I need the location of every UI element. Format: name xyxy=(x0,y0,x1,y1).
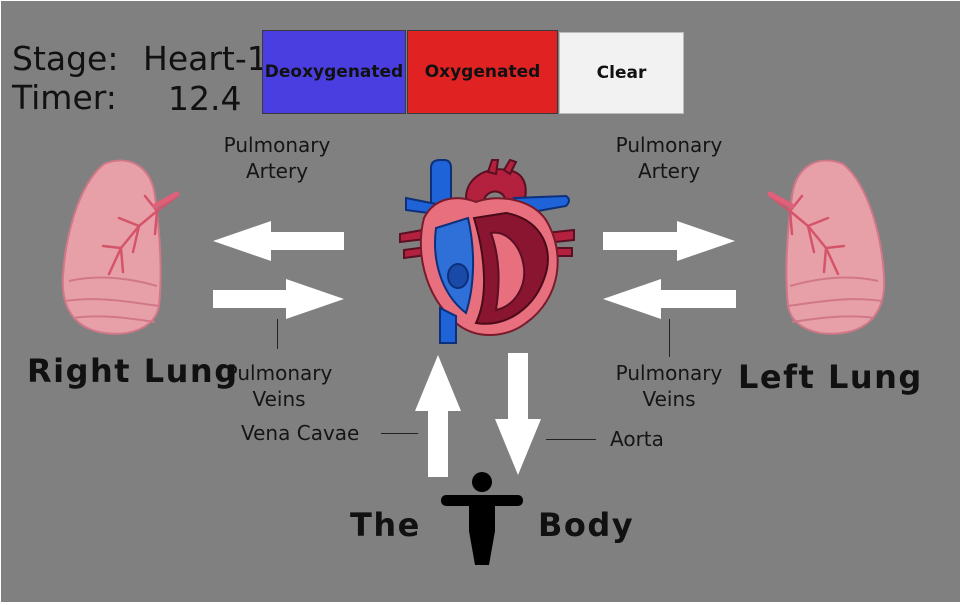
right-lung-icon xyxy=(61,159,180,335)
vena-cavae-line xyxy=(381,433,418,434)
arrow-from-left-lung xyxy=(603,279,736,319)
pulmonary-artery-right-label: Pulmonary Artery xyxy=(615,133,723,183)
arrow-to-left-lung xyxy=(603,221,735,261)
heart-anatomy-icon xyxy=(399,158,575,344)
pulmonary-artery-left-label: Pulmonary Artery xyxy=(223,133,331,183)
stage-value: Heart-1 xyxy=(143,39,268,78)
left-lung-icon xyxy=(767,159,886,335)
timer-label: Timer: xyxy=(12,78,117,117)
clear-button[interactable]: Clear xyxy=(559,32,684,114)
left-lung-label: Left Lung xyxy=(738,358,923,396)
pulmonary-veins-right-line xyxy=(669,319,670,357)
arrow-vena-cavae xyxy=(415,355,461,477)
timer-value: 12.4 xyxy=(168,79,242,118)
arrow-to-right-lung xyxy=(213,221,344,261)
aorta-line xyxy=(546,439,596,440)
right-lung-label: Right Lung xyxy=(27,352,239,390)
arrow-from-right-lung xyxy=(213,279,344,319)
deoxygenated-button[interactable]: Deoxygenated xyxy=(262,30,406,114)
arrow-aorta xyxy=(495,353,541,475)
oxygenated-button[interactable]: Oxygenated xyxy=(407,30,558,114)
pulmonary-veins-left-line xyxy=(277,319,278,349)
pulmonary-veins-right-label: Pulmonary Veins xyxy=(615,361,723,411)
person-figure-icon xyxy=(441,472,523,565)
vena-cavae-label: Vena Cavae xyxy=(241,421,360,445)
stage-label: Stage: xyxy=(12,39,119,78)
body-label-the: The xyxy=(350,506,421,544)
pulmonary-veins-left-label: Pulmonary Veins xyxy=(225,361,333,411)
body-label-body: Body xyxy=(538,506,635,544)
aorta-label: Aorta xyxy=(610,427,664,451)
